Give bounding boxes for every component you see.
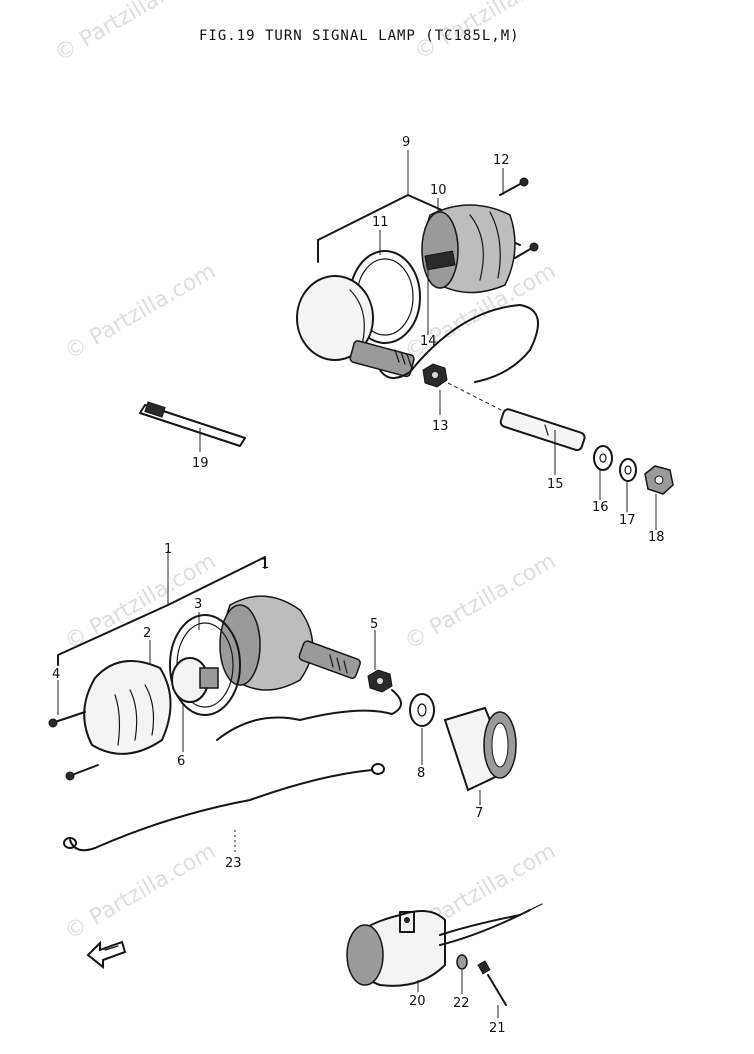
watermark-text: © Partzilla.com bbox=[411, 0, 571, 65]
callout-7: 7 bbox=[475, 806, 483, 821]
lock-washer-17 bbox=[619, 458, 637, 482]
washer-22 bbox=[456, 954, 468, 970]
callout-19: 19 bbox=[192, 456, 209, 471]
callout-10: 10 bbox=[430, 183, 447, 198]
nut-5 bbox=[367, 669, 393, 693]
callout-23: 23 bbox=[225, 856, 242, 871]
watermark-text: © Partzilla.com bbox=[61, 839, 221, 946]
stay-15 bbox=[499, 408, 586, 452]
callout-15: 15 bbox=[547, 477, 564, 492]
relay-20 bbox=[346, 903, 543, 987]
watermark-text: © Partzilla.com bbox=[61, 259, 221, 366]
callout-13: 13 bbox=[432, 419, 449, 434]
lens-2 bbox=[83, 660, 172, 755]
callout-4: 4 bbox=[52, 667, 60, 682]
callout-16: 16 bbox=[592, 500, 609, 515]
upper-lamp-assembly bbox=[296, 150, 674, 495]
callout-3: 3 bbox=[194, 597, 202, 612]
callout-11: 11 bbox=[372, 215, 389, 230]
callout-20: 20 bbox=[409, 994, 426, 1009]
callout-9: 9 bbox=[402, 135, 410, 150]
screw-4 bbox=[48, 711, 99, 781]
figure-title: FIG.19 TURN SIGNAL LAMP (TC185L,M) bbox=[199, 28, 520, 44]
lens-9 bbox=[296, 275, 374, 361]
housing-10 bbox=[421, 204, 516, 294]
callout-8: 8 bbox=[417, 766, 425, 781]
callout-6: 6 bbox=[177, 754, 185, 769]
cover-7 bbox=[443, 706, 517, 792]
strap-19 bbox=[139, 401, 246, 452]
bolt-21 bbox=[477, 960, 507, 1006]
bulb-6 bbox=[171, 657, 219, 703]
wire-upper bbox=[379, 304, 539, 383]
callout-18: 18 bbox=[648, 530, 665, 545]
callouts: 9 12 10 11 14 13 19 15 16 17 18 1 1 3 2 … bbox=[52, 135, 665, 1036]
callout-14: 14 bbox=[420, 334, 437, 349]
terminal bbox=[371, 763, 385, 775]
front-arrow-icon bbox=[86, 940, 127, 970]
nut-13 bbox=[422, 363, 448, 388]
wire-harness-23 bbox=[69, 769, 373, 852]
washer-8 bbox=[409, 693, 435, 727]
watermarks: © Partzilla.com © Partzilla.com © Partzi… bbox=[51, 0, 571, 945]
callout-17: 17 bbox=[619, 513, 636, 528]
callout-2: 2 bbox=[143, 626, 151, 641]
callout-12: 12 bbox=[493, 153, 510, 168]
housing-1 bbox=[219, 595, 362, 691]
watermark-text: © Partzilla.com bbox=[51, 0, 211, 67]
callout-22: 22 bbox=[453, 996, 470, 1011]
washer-16 bbox=[593, 445, 613, 471]
screw-12 bbox=[499, 177, 539, 259]
terminal bbox=[63, 837, 77, 849]
callout-1: 1 bbox=[164, 542, 172, 557]
nut-18 bbox=[644, 465, 674, 495]
lower-lamp-assembly bbox=[48, 550, 517, 855]
leader-lines bbox=[57, 168, 657, 1018]
callout-5: 5 bbox=[370, 617, 378, 632]
watermark-text: © Partzilla.com bbox=[401, 549, 561, 656]
bolt-14 bbox=[349, 340, 415, 378]
callout-1b: 1 bbox=[261, 557, 269, 572]
center-line-upper bbox=[447, 382, 506, 413]
wire-lower bbox=[216, 689, 402, 741]
callout-21: 21 bbox=[489, 1021, 506, 1036]
